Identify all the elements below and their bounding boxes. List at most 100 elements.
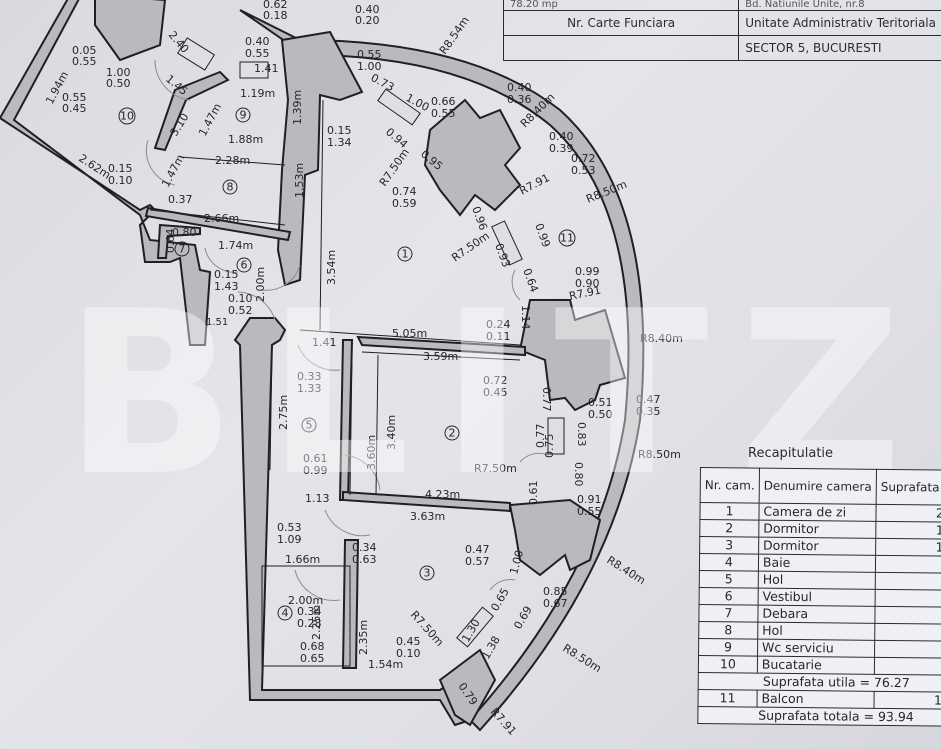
door-vestibul	[237, 291, 276, 321]
svg-text:1.53m: 1.53m	[293, 163, 306, 198]
balcony-outer-wall	[239, 9, 645, 732]
dim-line-275	[269, 347, 273, 471]
door-bath	[294, 569, 341, 601]
svg-text:0.18: 0.18	[263, 9, 288, 22]
total-area-label: Suprafata totala = 93.94	[697, 706, 941, 727]
wall-storage7	[156, 223, 201, 259]
room-nr: 2	[699, 519, 759, 538]
svg-text:1.66m: 1.66m	[285, 553, 320, 566]
svg-text:2.35m: 2.35m	[357, 620, 370, 655]
room-markers: 1 2 3 4 5 6 7 8 9 10 11	[118, 107, 576, 621]
window-bedroom3	[456, 606, 494, 648]
room-name: Vestibul	[757, 588, 876, 607]
svg-text:0.55: 0.55	[245, 47, 270, 60]
svg-text:11: 11	[560, 232, 574, 245]
balcony-nr: 11	[697, 689, 758, 708]
svg-text:0.68: 0.68	[300, 640, 325, 653]
room-area: 4.01	[874, 623, 941, 642]
svg-text:0.69: 0.69	[511, 604, 535, 632]
svg-text:1: 1	[402, 248, 409, 261]
svg-text:2.00m: 2.00m	[254, 267, 267, 302]
svg-text:1.34: 1.34	[327, 136, 352, 149]
svg-text:1.43: 1.43	[214, 280, 239, 293]
svg-text:4.23m: 4.23m	[425, 488, 460, 501]
svg-text:0.36: 0.36	[507, 93, 532, 106]
dim-line-340	[375, 354, 379, 496]
svg-text:0.11: 0.11	[486, 330, 511, 343]
recap-header-row: Nr. cam. Denumire camera Suprafata [mp]	[700, 467, 941, 506]
wall-hall8-south	[144, 206, 292, 242]
svg-text:0.28: 0.28	[297, 617, 322, 630]
wall-bedroom2-south	[342, 490, 511, 513]
svg-text:1.41: 1.41	[312, 336, 337, 349]
wall-center-column	[276, 30, 364, 287]
wall-bedroom2-north	[356, 335, 526, 357]
total-area-row: Suprafata totala = 93.94	[697, 706, 941, 727]
svg-text:R8.50m: R8.50m	[560, 642, 603, 676]
svg-text:1.13: 1.13	[305, 492, 330, 505]
svg-text:R7.50m: R7.50m	[474, 462, 517, 475]
svg-text:0.51: 0.51	[588, 396, 613, 409]
col-area-header: Suprafata [mp]	[876, 469, 941, 506]
svg-text:0.05: 0.05	[72, 44, 97, 57]
window-living-east	[491, 220, 523, 266]
svg-text:0.40: 0.40	[355, 3, 380, 16]
room-name: Wc serviciu	[757, 639, 875, 658]
svg-text:R7.50m: R7.50m	[449, 229, 492, 264]
door-bedroom3	[324, 509, 371, 537]
carte-funciara-value	[502, 35, 740, 61]
svg-text:0.80: 0.80	[572, 462, 585, 487]
window-living-north	[377, 88, 421, 126]
svg-text:9: 9	[240, 109, 247, 122]
svg-text:0.55: 0.55	[431, 107, 456, 120]
uat-label: Unitate Administrativ Teritoriala	[738, 10, 941, 36]
pillar-north	[423, 98, 522, 217]
address-cell: Bd. Natiunile Unite, nr.8	[738, 0, 941, 11]
svg-text:0.61: 0.61	[303, 452, 328, 465]
dim-line-360	[349, 354, 353, 496]
svg-text:0.64: 0.64	[520, 267, 541, 294]
svg-text:1.54m: 1.54m	[368, 658, 403, 671]
door-balcony-bed3	[489, 579, 516, 591]
uat-value: SECTOR 5, BUCURESTI	[738, 35, 941, 61]
svg-text:0.74: 0.74	[392, 185, 417, 198]
svg-text:3.40m: 3.40m	[385, 415, 398, 450]
wall-wc9	[153, 70, 230, 152]
svg-text:1.33: 1.33	[297, 382, 322, 395]
svg-text:0.65: 0.65	[300, 652, 325, 665]
svg-text:0.39: 0.39	[549, 142, 574, 155]
room-name: Dormitor	[758, 520, 876, 539]
room-nr: 10	[698, 655, 758, 674]
door-balcony-living	[511, 269, 521, 301]
svg-text:0.62: 0.62	[263, 0, 288, 11]
carte-funciara-label: Nr. Carte Funciara	[502, 10, 740, 36]
svg-text:0.65: 0.65	[488, 586, 512, 614]
room-name: Camera de zi	[758, 503, 877, 522]
svg-text:0.61: 0.61	[527, 481, 540, 506]
room-nr: 1	[699, 502, 760, 521]
window-kitchen	[176, 37, 216, 71]
svg-text:1.14: 1.14	[519, 305, 532, 330]
pillar-southeast	[508, 498, 602, 577]
cadastral-header-table: 78.20 mp Bd. Natiunile Unite, nr.8 Nr. C…	[502, 0, 941, 61]
door-balcony-bed2	[519, 452, 549, 463]
svg-text:8: 8	[227, 181, 234, 194]
svg-text:0.15: 0.15	[327, 124, 352, 137]
svg-text:2.66m: 2.66m	[204, 212, 239, 225]
room-area: 3.23	[875, 589, 941, 608]
svg-text:4: 4	[282, 607, 289, 620]
svg-text:0.20: 0.20	[355, 14, 380, 27]
svg-text:R8.50m: R8.50m	[638, 448, 681, 461]
svg-text:0.83: 0.83	[575, 422, 588, 447]
svg-text:1.51: 1.51	[206, 317, 228, 328]
room-area: 3.96	[875, 555, 941, 574]
svg-text:3.59m: 3.59m	[423, 350, 458, 363]
top-area-cell: 78.20 mp	[502, 0, 740, 11]
svg-text:1.39m: 1.39m	[291, 90, 304, 125]
svg-text:0.80: 0.80	[172, 226, 197, 239]
svg-text:1.74m: 1.74m	[218, 239, 253, 252]
room-name: Dormitor	[758, 537, 876, 556]
svg-text:0.91: 0.91	[577, 493, 602, 506]
svg-text:0.55: 0.55	[62, 91, 87, 104]
svg-text:0.57: 0.57	[465, 555, 490, 568]
